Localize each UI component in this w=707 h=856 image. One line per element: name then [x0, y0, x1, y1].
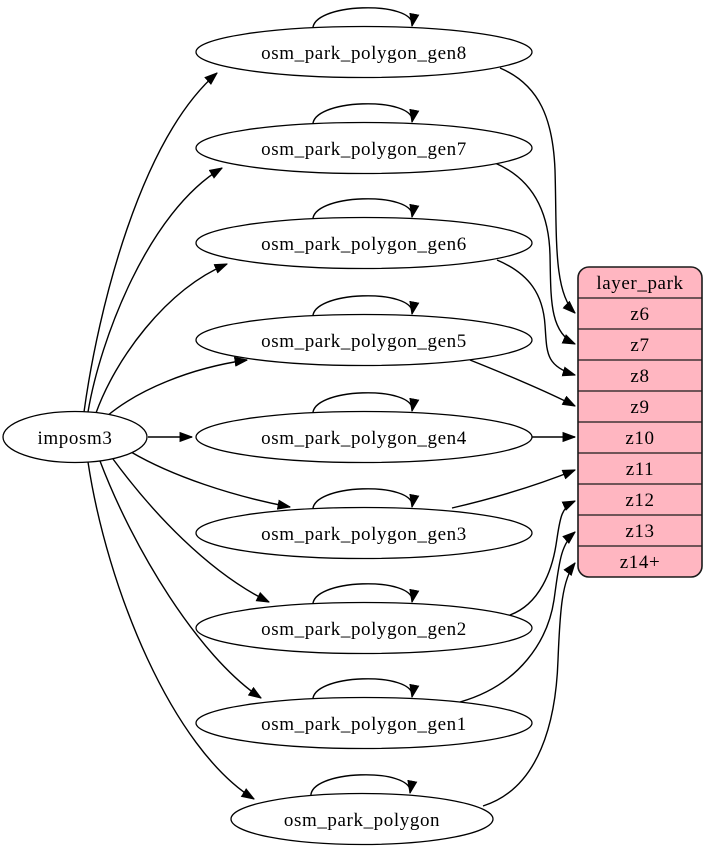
edge-imposm3-gen3	[130, 451, 290, 507]
edge-imposm3-gen2	[112, 458, 269, 602]
layer-park-row-z7: z7	[630, 335, 649, 356]
self-loop-gen8	[312, 7, 412, 32]
node-osm-park-polygon-gen4: osm_park_polygon_gen4	[195, 410, 533, 464]
self-loop-polygon	[310, 774, 410, 799]
self-loop-gen4	[312, 392, 412, 417]
self-loop-edges	[310, 7, 412, 799]
gen1-ellipse	[195, 696, 533, 750]
node-osm-park-polygon: osm_park_polygon	[230, 792, 494, 846]
layer-park-row-z8: z8	[630, 366, 649, 387]
self-loop-gen2	[312, 583, 412, 608]
layer-park-table: layer_park z6 z7 z8 z9 z10 z11 z12 z13 z…	[577, 266, 703, 578]
node-osm-park-polygon-gen3: osm_park_polygon_gen3	[195, 506, 533, 560]
polygon-ellipse	[230, 792, 494, 846]
gen7-ellipse	[195, 121, 533, 175]
edge-gen5-z9	[469, 359, 575, 406]
self-loop-gen6	[312, 198, 412, 223]
imposm3-ellipse	[2, 410, 148, 464]
gen8-ellipse	[195, 25, 533, 79]
self-loop-gen7	[312, 103, 412, 128]
layer-park-row-z9: z9	[630, 397, 649, 418]
edge-gen6-z8	[496, 259, 575, 375]
gen3-ellipse	[195, 506, 533, 560]
gen5-ellipse	[195, 313, 533, 367]
node-osm-park-polygon-gen8: osm_park_polygon_gen8	[195, 25, 533, 79]
gen5-label: osm_park_polygon_gen5	[261, 331, 467, 352]
gen3-label: osm_park_polygon_gen3	[261, 524, 467, 545]
edge-polygon-z14	[482, 563, 575, 807]
gen8-label: osm_park_polygon_gen8	[261, 43, 467, 64]
gen6-ellipse	[195, 216, 533, 270]
layer-park-row-z14plus: z14+	[620, 552, 661, 573]
layer-park-row-z12: z12	[625, 490, 654, 511]
edge-gen7-z7	[494, 162, 575, 344]
edge-imposm3-gen7	[87, 168, 222, 413]
self-loop-gen1	[312, 678, 412, 703]
node-osm-park-polygon-gen6: osm_park_polygon_gen6	[195, 216, 533, 270]
node-imposm3: imposm3	[2, 410, 148, 464]
edge-imposm3-gen6	[95, 263, 227, 414]
gen4-ellipse	[195, 410, 533, 464]
layer-park-title: layer_park	[596, 273, 683, 294]
layer-park-row-z13: z13	[625, 521, 654, 542]
node-osm-park-polygon-gen7: osm_park_polygon_gen7	[195, 121, 533, 175]
edge-gen8-z6	[499, 67, 575, 313]
gen7-label: osm_park_polygon_gen7	[261, 139, 467, 160]
node-osm-park-polygon-gen2: osm_park_polygon_gen2	[195, 601, 533, 655]
edge-imposm3-gen5	[106, 360, 247, 417]
node-osm-park-polygon-gen1: osm_park_polygon_gen1	[195, 696, 533, 750]
layer-park-row-z10: z10	[625, 428, 654, 449]
self-loop-gen3	[312, 488, 412, 513]
polygon-label: osm_park_polygon	[284, 810, 440, 831]
edge-gen2-z12	[509, 501, 575, 616]
edge-imposm3-gen8	[83, 73, 217, 413]
gen2-label: osm_park_polygon_gen2	[261, 619, 467, 640]
imposm3-label: imposm3	[38, 428, 113, 449]
edge-gen1-z13	[459, 532, 575, 703]
self-loop-gen5	[312, 295, 412, 320]
edge-gen3-z11	[451, 469, 575, 509]
edges-from-imposm3	[83, 73, 290, 799]
layer-park-row-z6: z6	[630, 304, 649, 325]
node-osm-park-polygon-gen5: osm_park_polygon_gen5	[195, 313, 533, 367]
edges-to-layer-park	[451, 67, 575, 807]
edge-imposm3-gen1	[99, 460, 261, 698]
layer-park-row-z11: z11	[626, 459, 655, 480]
edge-imposm3-polygon	[87, 461, 254, 799]
gen6-label: osm_park_polygon_gen6	[261, 234, 467, 255]
gen1-label: osm_park_polygon_gen1	[261, 714, 467, 735]
gen2-ellipse	[195, 601, 533, 655]
gen4-label: osm_park_polygon_gen4	[261, 428, 467, 449]
